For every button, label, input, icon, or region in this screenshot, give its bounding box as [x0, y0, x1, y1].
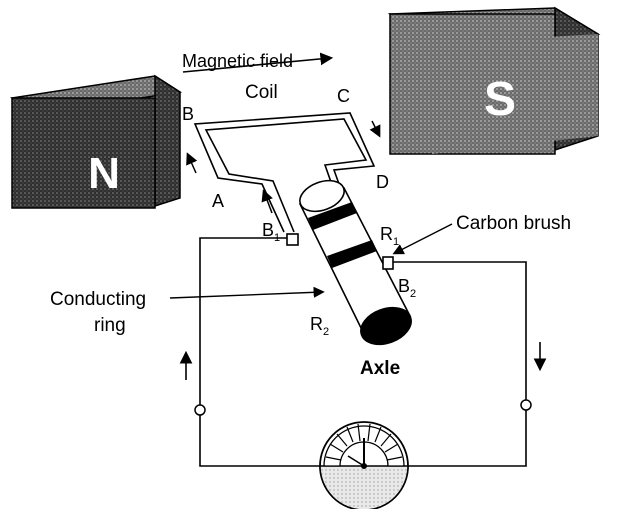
- corner-c-label: C: [337, 86, 350, 106]
- axle: [298, 179, 412, 346]
- coil-label: Coil: [245, 82, 278, 103]
- current-arrow-cd: [369, 120, 381, 138]
- magnetic-field-label: Magnetic field: [182, 51, 293, 71]
- current-arrow-ab: [186, 152, 198, 174]
- magnetic-field-arrow: [182, 52, 334, 73]
- ring-r2-label: R2: [310, 314, 329, 338]
- conducting-ring-r1: [308, 202, 357, 230]
- north-pole-label: N: [88, 149, 120, 198]
- corner-d-label: D: [376, 172, 389, 192]
- carbon-brush-b1: [286, 233, 299, 246]
- carbon-brush-b2: [382, 256, 394, 270]
- ring-r1-label: R1: [380, 224, 399, 248]
- carbon-brush-pointer: [392, 223, 453, 255]
- axle-label: Axle: [360, 358, 400, 379]
- conducting-ring-r2: [327, 240, 377, 268]
- north-magnet: N: [9, 74, 183, 209]
- conducting-ring-label-line2: ring: [94, 315, 126, 336]
- corner-a-label: A: [212, 191, 224, 211]
- galvanometer-icon: [319, 421, 409, 509]
- brush-b2-label: B2: [398, 276, 416, 300]
- corner-b-label: B: [182, 104, 194, 124]
- current-arrow-b1: [261, 189, 273, 214]
- carbon-brush-label: Carbon brush: [456, 213, 571, 234]
- external-circuit: [199, 237, 527, 467]
- terminal-right: [520, 399, 532, 411]
- conducting-ring-pointer: [169, 286, 325, 299]
- axle-end: [360, 306, 412, 346]
- brush-b1-label: B1: [262, 220, 280, 244]
- conducting-ring-label-line1: Conducting: [50, 289, 146, 310]
- south-pole-label: S: [484, 73, 516, 126]
- terminal-left: [194, 404, 206, 416]
- coil: [193, 112, 376, 233]
- south-magnet: S: [387, 6, 601, 155]
